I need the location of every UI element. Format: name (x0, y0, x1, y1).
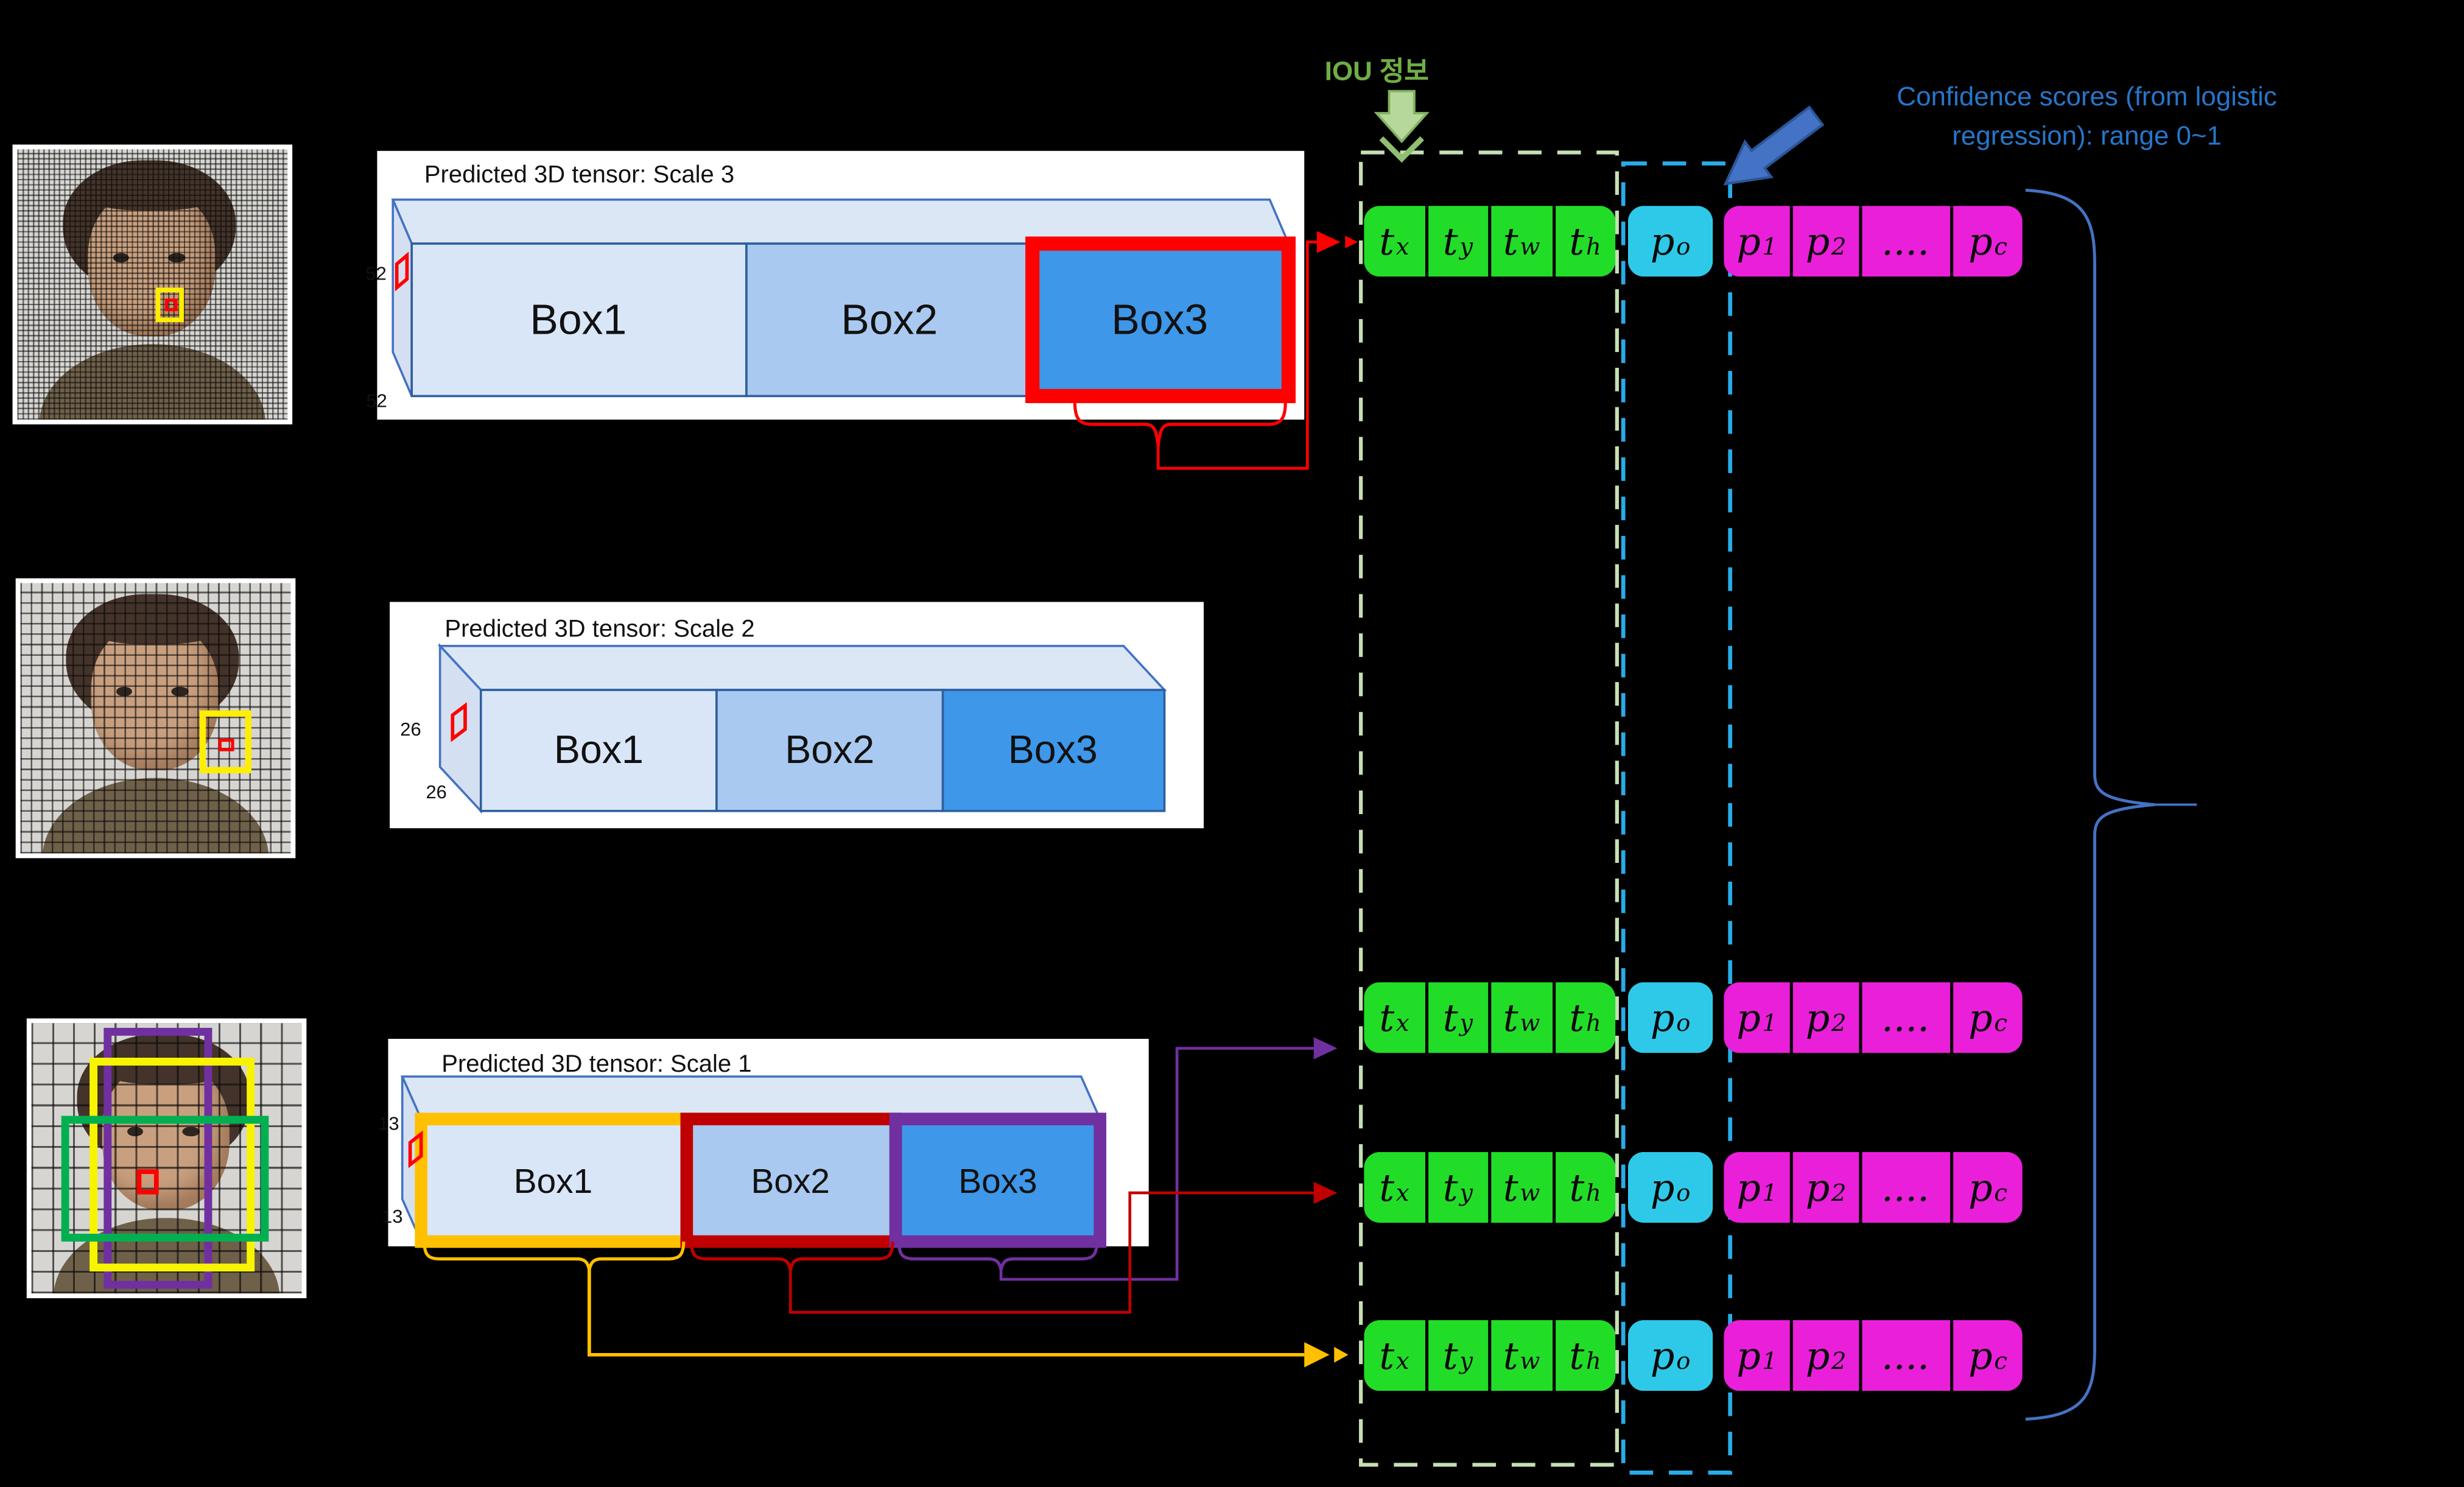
cell-ellipsis: .... (1862, 1151, 1954, 1223)
panel-title-scale3: Predicted 3D tensor: Scale 3 (424, 161, 735, 189)
bbox-column-dashed-region (1359, 150, 1619, 1467)
dim-label: 26 (426, 781, 447, 803)
panel-scale3 (377, 150, 1305, 420)
arrowhead-small (1334, 1346, 1349, 1363)
box-label: Box2 (751, 1161, 830, 1201)
arrowhead (1316, 231, 1341, 253)
dim-label: 52 (365, 262, 387, 285)
arrowhead (1304, 1342, 1330, 1368)
input-image-scale1 (26, 1018, 307, 1298)
grid-overlay-52 (17, 149, 288, 420)
anchor-box-yellow (155, 287, 184, 323)
cell-ellipsis: .... (1862, 1320, 1954, 1391)
dim-label: 52 (366, 390, 387, 412)
arrowhead (1313, 1181, 1338, 1204)
confidence-range-brace (2025, 188, 2197, 1421)
dim-label: 26 (400, 718, 421, 740)
anchor-box-yellow (90, 1058, 255, 1272)
panel-title-scale1: Predicted 3D tensor: Scale 1 (441, 1051, 752, 1078)
input-image-scale2 (15, 578, 296, 859)
input-image-scale3 (12, 144, 293, 424)
iou-down-arrow-icon (1374, 90, 1430, 163)
connector-scale1-box1-to-row4 (588, 1270, 1349, 1368)
box-label: Box3 (958, 1161, 1037, 1201)
responsible-cell-red (218, 739, 234, 751)
responsible-cell-red (165, 298, 178, 312)
iou-info-label: IOU 정보 (1324, 56, 1429, 86)
cell-ellipsis: .... (1862, 206, 1954, 277)
cell-ellipsis: .... (1862, 982, 1954, 1053)
grid-overlay-13 (31, 1023, 302, 1294)
box-label: Box2 (785, 728, 875, 773)
anchor-box-purple (104, 1027, 212, 1289)
confidence-pointer-arrow-icon (1723, 105, 1825, 186)
box-label: Box1 (553, 728, 644, 773)
anchor-box-yellow (199, 710, 251, 773)
objectness-column-dashed-region (1621, 161, 1733, 1475)
dim-label: 13 (378, 1113, 399, 1135)
panel-title-scale2: Predicted 3D tensor: Scale 2 (444, 616, 755, 643)
confidence-scores-label: Confidence scores (from logistic regress… (1897, 82, 2277, 150)
responsible-cell-red (136, 1169, 159, 1195)
box-label: Box3 (1008, 728, 1098, 773)
box-label: Box3 (1111, 296, 1209, 343)
box-label: Box2 (841, 296, 938, 343)
box-label: Box1 (513, 1161, 593, 1201)
arrowhead (1313, 1037, 1338, 1060)
dim-label: 13 (382, 1205, 403, 1228)
arrowhead-small (1345, 236, 1358, 248)
box-label: Box1 (530, 296, 627, 343)
anchor-box-green (61, 1116, 269, 1242)
